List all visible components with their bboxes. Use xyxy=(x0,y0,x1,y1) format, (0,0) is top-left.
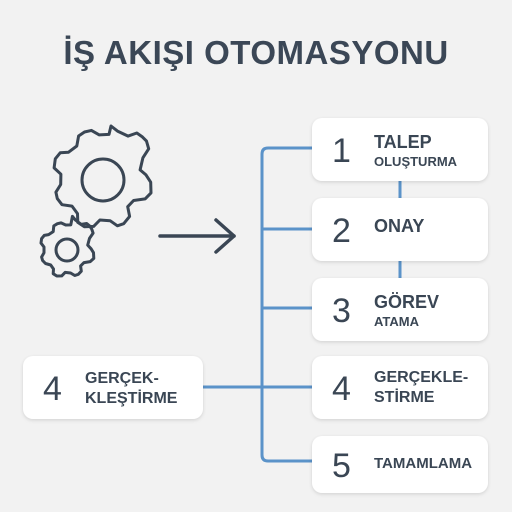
step-number: 3 xyxy=(332,292,351,330)
trunk-line xyxy=(260,146,314,463)
large-gear-hub xyxy=(80,157,126,203)
step-label-line2: OLUŞTURMA xyxy=(374,153,458,169)
step-label: ONAY xyxy=(374,216,425,236)
step-label-line2: STİRME xyxy=(374,389,435,406)
step-card-3: 3 GÖREV ATAMA xyxy=(312,278,488,341)
gears-icon xyxy=(39,124,153,278)
small-gear-hub xyxy=(54,237,80,263)
step-label-line2: KLEŞTİRME xyxy=(85,390,178,407)
step-number: 5 xyxy=(332,447,351,485)
step-number: 4 xyxy=(332,370,351,408)
step-number: 2 xyxy=(332,212,351,250)
step-label: GÖREV ATAMA xyxy=(374,291,439,330)
step-label-line1: GERÇEKLE- xyxy=(374,369,469,386)
step-label-line1: GERÇEK- xyxy=(85,370,159,387)
step-label: GERÇEKLE- STİRME xyxy=(374,368,468,408)
side-step-card: 4 GERÇEK- KLEŞTİRME xyxy=(23,356,203,419)
step-label-line1: GÖREV xyxy=(374,292,440,312)
arrow-right-icon xyxy=(158,218,236,254)
step-card-5: 5 TAMAMLAMA xyxy=(312,436,488,493)
step-number: 1 xyxy=(332,132,351,170)
diagram-title: İŞ AKIŞI OTOMASYONU xyxy=(63,34,449,71)
step-card-2: 2 ONAY xyxy=(312,198,488,261)
step-label-line2: ATAMA xyxy=(374,313,420,329)
step-card-4: 4 GERÇEKLE- STİRME xyxy=(312,356,488,419)
large-gear-icon xyxy=(52,124,153,229)
step-label: TALEP OLUŞTURMA xyxy=(374,131,457,170)
step-card-1: 1 TALEP OLUŞTURMA xyxy=(312,118,488,181)
step-number: 4 xyxy=(43,370,62,408)
step-label: TAMAMLAMA xyxy=(374,455,473,472)
small-gear-icon xyxy=(39,214,96,278)
step-label-line1: TALEP xyxy=(374,132,432,152)
step-label: GERÇEK- KLEŞTİRME xyxy=(85,369,177,409)
